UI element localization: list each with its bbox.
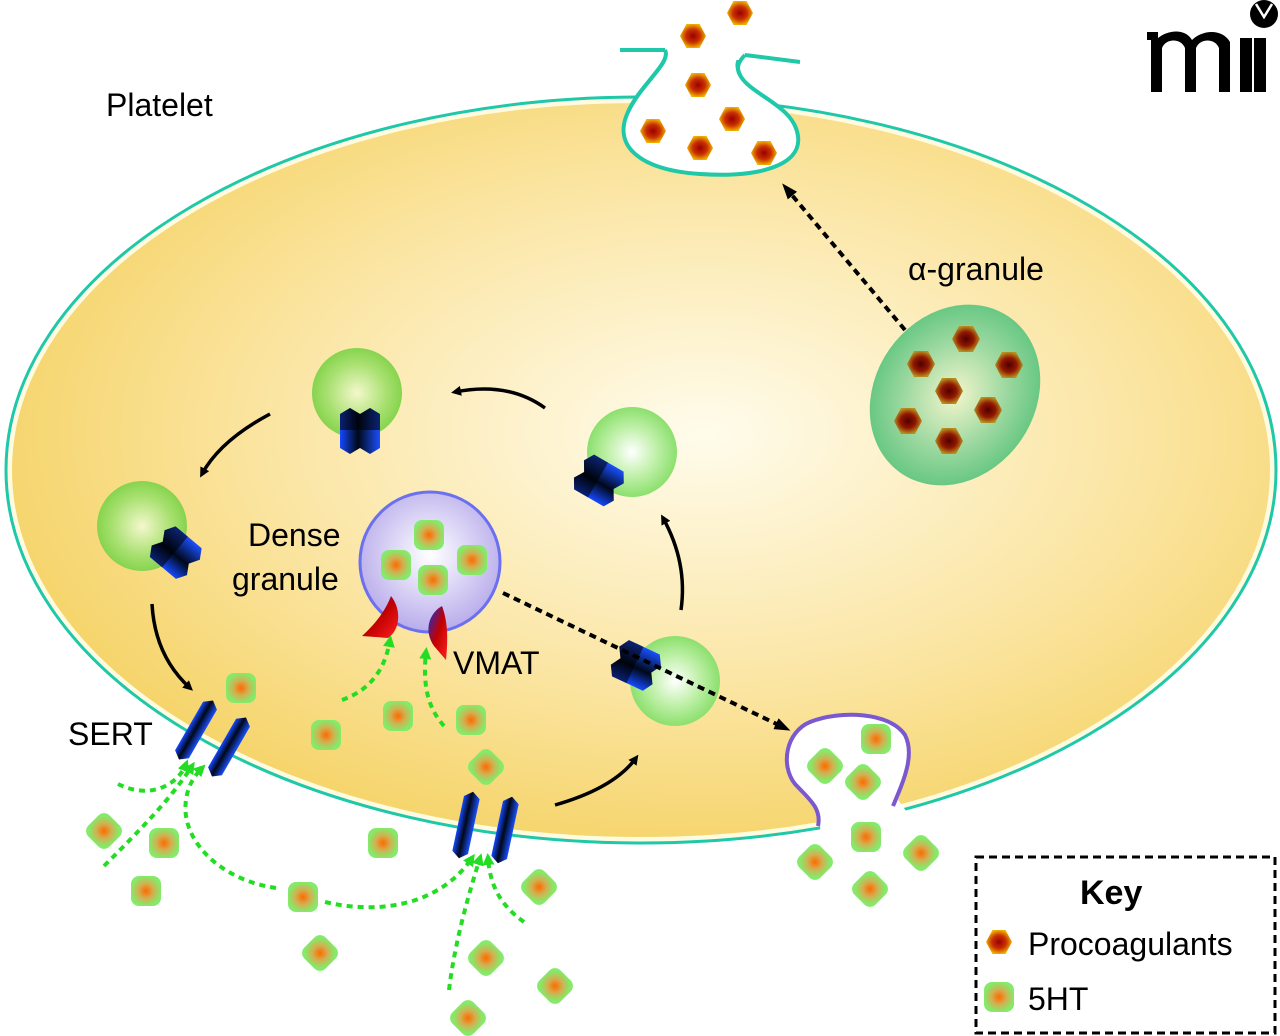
- cycle-arrow: [150, 603, 193, 691]
- cycle-arrow: [451, 385, 547, 410]
- vesicle-left: [97, 481, 207, 583]
- serotonin-square-icon: [984, 982, 1014, 1012]
- sert-label: SERT: [68, 716, 153, 752]
- dense-granule-label-line2: granule: [232, 561, 339, 597]
- serotonin-5ht: [533, 964, 577, 1008]
- legend: Key Procoagulants 5HT: [974, 855, 1277, 1035]
- vmat-label: VMAT: [453, 645, 540, 681]
- cycle-arrow: [661, 514, 685, 611]
- serotonin-5ht: [456, 705, 486, 735]
- vmat-transporter: [362, 596, 448, 660]
- vesicle-top: [312, 348, 402, 454]
- serotonin-5ht: [793, 840, 837, 884]
- serotonin-5ht: [288, 882, 318, 912]
- serotonin-5ht: [851, 822, 881, 852]
- serotonin-5ht: [131, 876, 161, 906]
- sert-uptake-arrow: [324, 853, 475, 910]
- vesicle-right-upper: [568, 407, 677, 510]
- serotonin-5ht: [298, 931, 342, 975]
- serotonin-5ht: [517, 865, 561, 909]
- sert-uptake-arrow: [117, 759, 190, 793]
- serotonin-5ht: [368, 828, 398, 858]
- alpha-granule-exocytosis: [620, 0, 801, 177]
- serotonin-5ht: [311, 720, 341, 750]
- serotonin-5ht: [899, 831, 943, 875]
- serotonin-5ht: [82, 809, 126, 853]
- serotonin-5ht: [446, 996, 490, 1036]
- alpha-granule: [869, 304, 1041, 486]
- serotonin-5ht: [457, 545, 487, 575]
- serotonin-5ht: [464, 936, 508, 980]
- serotonin-5ht: [383, 701, 413, 731]
- serotonin-5ht: [381, 550, 411, 580]
- serotonin-5ht: [414, 520, 444, 550]
- legend-title: Key: [1080, 874, 1142, 912]
- vmat-uptake-arrow: [419, 647, 446, 728]
- serotonin-5ht: [226, 673, 256, 703]
- sert-uptake-arrow: [183, 764, 277, 890]
- sert-uptake-arrow: [102, 761, 195, 868]
- legend-label: Procoagulants: [1028, 926, 1233, 962]
- dense-granule-label-line1: Dense: [248, 517, 341, 553]
- legend-label: 5HT: [1028, 981, 1088, 1017]
- sert-uptake-arrow: [482, 853, 526, 924]
- cycle-arrow: [554, 754, 639, 807]
- serotonin-5ht: [418, 565, 448, 595]
- serotonin-5ht: [848, 867, 892, 911]
- dense-secretion-arrow: [502, 591, 791, 731]
- sert-uptake-arrow: [447, 853, 484, 991]
- legend-item-5ht: 5HT: [984, 981, 1088, 1017]
- legend-item-procoagulants: Procoagulants: [986, 926, 1233, 962]
- journal-logo-icon: [1147, 0, 1278, 92]
- serotonin-5ht: [861, 724, 891, 754]
- alpha-granule-label: α-granule: [908, 251, 1044, 287]
- dense-granule: [358, 490, 502, 634]
- alpha-secretion-arrow: [782, 183, 907, 332]
- cycle-arrow: [200, 412, 271, 478]
- vesicle-right-lower: [606, 636, 720, 726]
- platelet-label: Platelet: [106, 87, 213, 123]
- serotonin-5ht: [149, 828, 179, 858]
- dense-granule-exocytosis: [784, 712, 943, 911]
